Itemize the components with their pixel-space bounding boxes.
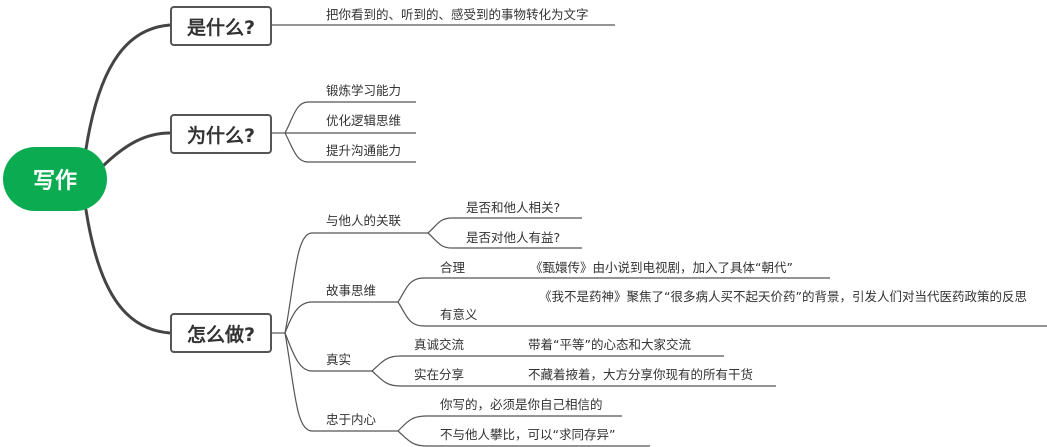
node-believe[interactable]: 你写的，必须是你自己相信的 — [440, 397, 603, 412]
node-sincere-detail[interactable]: 带着“平等”的心态和大家交流 — [528, 337, 691, 352]
node-reasonable[interactable]: 合理 — [440, 260, 466, 275]
node-real[interactable]: 真实 — [326, 352, 352, 367]
node-beneficial[interactable]: 是否对他人有益? — [466, 230, 561, 245]
node-sincere[interactable]: 真诚交流 — [414, 337, 465, 352]
root-node[interactable]: 写作 — [3, 147, 107, 211]
branch-node-why[interactable]: 为什么? — [170, 114, 272, 154]
node-share[interactable]: 实在分享 — [414, 367, 465, 382]
node-communication[interactable]: 提升沟通能力 — [326, 143, 402, 158]
branch-label: 是什么? — [186, 16, 256, 39]
node-logic[interactable]: 优化逻辑思维 — [326, 113, 402, 128]
connector-root-what — [84, 23, 172, 151]
node-learning[interactable]: 锻炼学习能力 — [326, 83, 402, 98]
root-label: 写作 — [32, 169, 77, 194]
node-heart[interactable]: 忠于内心 — [326, 412, 377, 427]
node-definition[interactable]: 把你看到的、听到的、感受到的事物转化为文字 — [326, 7, 589, 22]
connector-root-why — [102, 131, 172, 167]
connector-root-how — [84, 208, 172, 335]
branch-node-what[interactable]: 是什么? — [170, 6, 272, 46]
node-relation[interactable]: 与他人的关联 — [326, 213, 402, 228]
branch-node-how[interactable]: 怎么做? — [170, 313, 272, 353]
node-story[interactable]: 故事思维 — [326, 283, 377, 298]
node-reasonable-detail[interactable]: 《甄嬛传》由小说到电视剧，加入了具体“朝代” — [530, 260, 793, 275]
branch-label: 怎么做? — [186, 323, 256, 346]
node-no-compare[interactable]: 不与他人攀比，可以“求同存异” — [440, 427, 616, 442]
branch-label: 为什么? — [186, 124, 256, 147]
node-meaningful-detail[interactable]: 《我不是药神》聚焦了“很多病人买不起天价药”的背景，引发人们对当代医药政策的反思 — [539, 289, 1027, 304]
node-meaningful[interactable]: 有意义 — [440, 307, 478, 322]
node-share-detail[interactable]: 不藏着掖着，大方分享你现有的所有干货 — [528, 367, 754, 382]
node-related[interactable]: 是否和他人相关? — [466, 200, 561, 215]
